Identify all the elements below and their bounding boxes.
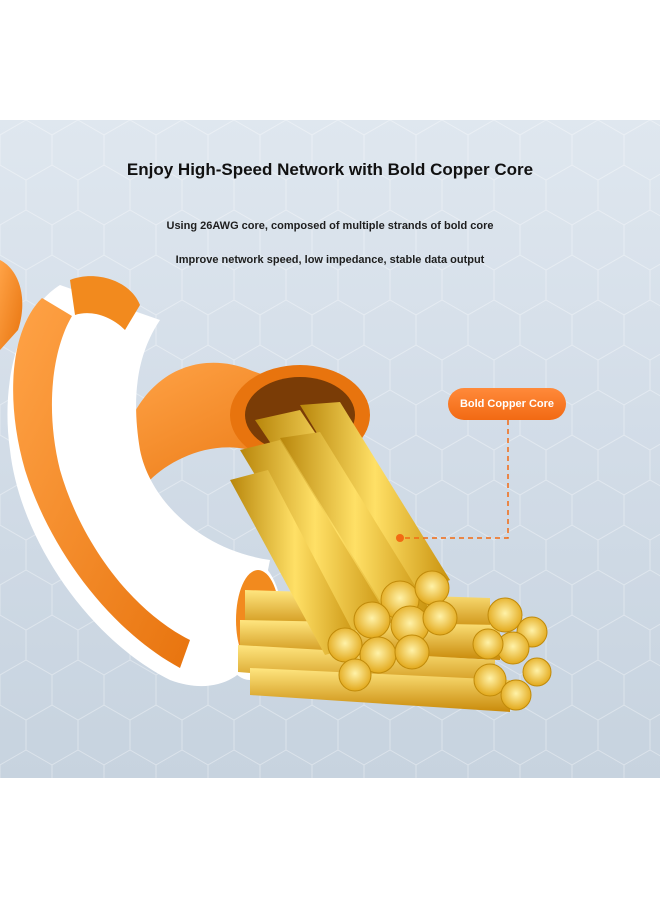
subtitle-core: Using 26AWG core, composed of multiple s… bbox=[166, 220, 494, 232]
product-banner: Enjoy High-Speed Network with Bold Coppe… bbox=[0, 120, 660, 778]
headline: Enjoy High-Speed Network with Bold Coppe… bbox=[126, 160, 534, 179]
bold-copper-core-label: Bold Copper Core bbox=[448, 388, 566, 420]
cable-illustration bbox=[0, 260, 552, 712]
subtitle-speed: Improve network speed, low impedance, st… bbox=[175, 254, 485, 266]
